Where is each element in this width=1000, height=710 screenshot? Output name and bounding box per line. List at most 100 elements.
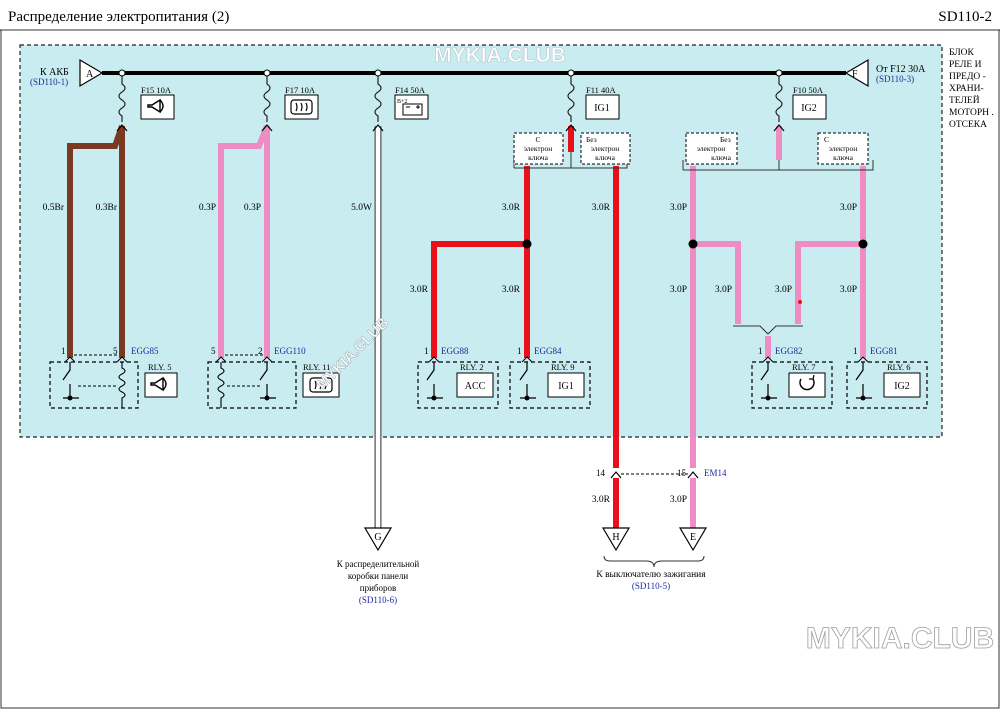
wire-labels: 0.5Br 0.3Br 0.3P 0.3P 5.0W 3.0R 3.0R 3.0… (43, 203, 857, 505)
fuse-f14: F14 50A B+2 (374, 69, 429, 122)
svg-text:БЛОК: БЛОК (949, 48, 975, 58)
wire-brown-horn-supply (67, 125, 125, 358)
svg-text:ХРАНИ-: ХРАНИ- (949, 84, 984, 94)
svg-text:(SD110-6): (SD110-6) (359, 595, 397, 605)
svg-text:электрон: электрон (591, 144, 620, 153)
svg-text:F11 40A: F11 40A (586, 85, 617, 95)
marker-dot (798, 300, 802, 304)
connector-egg84: EGG84 (534, 346, 562, 356)
connector-egg81: EGG81 (870, 346, 898, 356)
svg-text:ТЕЛЕЙ: ТЕЛЕЙ (949, 94, 980, 106)
svg-text:электрон: электрон (697, 144, 726, 153)
svg-text:G: G (374, 532, 381, 543)
svg-text:С: С (535, 135, 540, 144)
svg-text:ключа: ключа (833, 153, 853, 162)
svg-text:ключа: ключа (595, 153, 615, 162)
watermark-bottom: MYKIA.CLUB (806, 622, 994, 655)
svg-text:коробки панели: коробки панели (348, 571, 409, 581)
connector-egg85: EGG85 (131, 346, 159, 356)
svg-text:МОТОРН .: МОТОРН . (949, 108, 994, 118)
svg-text:F10 50A: F10 50A (793, 85, 824, 95)
svg-text:ACC: ACC (465, 381, 486, 392)
connector-egg110: EGG110 (274, 346, 306, 356)
svg-text:РЕЛЕ И: РЕЛЕ И (949, 60, 982, 70)
horn-icon (150, 376, 167, 392)
svg-text:К распределительной: К распределительной (337, 559, 420, 569)
svg-text:F17 10A: F17 10A (285, 85, 316, 95)
svg-text:H: H (612, 532, 619, 543)
bus-right-ref: (SD110-3) (876, 74, 914, 84)
svg-text:ключа: ключа (711, 153, 731, 162)
svg-text:EM14: EM14 (704, 468, 727, 478)
svg-text:1: 1 (517, 346, 522, 356)
svg-text:0.3P: 0.3P (199, 203, 216, 213)
start-icon (799, 374, 815, 391)
fuse-f15: F15 10A (118, 69, 175, 122)
svg-text:RLY. 2: RLY. 2 (460, 362, 484, 372)
svg-text:3.0R: 3.0R (592, 495, 611, 505)
svg-text:IG1: IG1 (594, 103, 610, 114)
svg-text:2: 2 (258, 346, 263, 356)
svg-text:3.0R: 3.0R (592, 203, 611, 213)
relay-rly2: 1 EGG88 RLY. 2 ACC (417, 346, 499, 409)
svg-text:Без: Без (586, 135, 597, 144)
svg-text:RLY. 11: RLY. 11 (303, 362, 331, 372)
svg-text:3.0R: 3.0R (502, 285, 521, 295)
svg-text:3.0P: 3.0P (715, 285, 732, 295)
junction-pink-right (858, 239, 868, 249)
relay-rly5: 1 5 EGG85 RLY. 5 (49, 346, 178, 409)
bus-right-label: От F12 30A (876, 64, 926, 75)
battery-icon (402, 103, 423, 116)
svg-text:ПРЕДО -: ПРЕДО - (949, 72, 986, 82)
svg-text:3.0P: 3.0P (670, 285, 687, 295)
svg-text:1: 1 (853, 346, 858, 356)
svg-text:0.5Br: 0.5Br (43, 203, 65, 213)
bus-left-ref: (SD110-1) (30, 77, 68, 87)
page-code: SD110-2 (938, 9, 992, 25)
svg-text:RLY. 9: RLY. 9 (551, 362, 575, 372)
svg-text:14: 14 (596, 468, 606, 478)
svg-text:15: 15 (677, 468, 687, 478)
svg-text:5.0W: 5.0W (351, 203, 372, 213)
connector-egg82: EGG82 (775, 346, 803, 356)
svg-text:RLY. 7: RLY. 7 (792, 362, 816, 372)
fuse-f10: F10 50A IG2 (775, 69, 827, 122)
svg-text:1: 1 (424, 346, 429, 356)
svg-text:A: A (86, 69, 94, 80)
output-e: E (678, 527, 708, 552)
svg-text:3.0P: 3.0P (670, 495, 687, 505)
svg-text:E: E (690, 532, 696, 543)
bus-left-label: К АКБ (40, 67, 69, 78)
key-box-with-key-1: С электрон ключа (513, 132, 564, 165)
svg-text:ключа: ключа (528, 153, 548, 162)
svg-text:5: 5 (113, 346, 118, 356)
horn-icon (147, 98, 164, 114)
branch-brace (733, 325, 803, 335)
svg-text:электрон: электрон (829, 144, 858, 153)
svg-text:IG2: IG2 (801, 103, 817, 114)
fuse-pins (116, 124, 785, 132)
svg-text:приборов: приборов (360, 583, 396, 593)
relay-rly9: 1 EGG84 RLY. 9 IG1 (509, 346, 591, 409)
connector-egg88: EGG88 (441, 346, 469, 356)
svg-text:3.0P: 3.0P (670, 203, 687, 213)
key-box-without-key-2: Без электрон ключа (685, 132, 738, 165)
wires (67, 124, 866, 528)
output-h: H (601, 527, 631, 552)
bus-connector-a (79, 58, 104, 88)
defroster-icon (290, 99, 313, 115)
wire-red-acc (431, 241, 530, 358)
svg-text:5: 5 (211, 346, 216, 356)
output-brace (603, 555, 705, 568)
svg-text:1: 1 (758, 346, 763, 356)
fuse-f17: F17 10A (263, 69, 319, 122)
svg-text:B+2: B+2 (397, 99, 407, 105)
svg-text:3.0P: 3.0P (840, 285, 857, 295)
watermark-top: MYKIA.CLUB (434, 44, 566, 67)
relay-rly6: 1 EGG81 RLY. 6 IG2 (846, 346, 928, 409)
wire-pink-right-branch (795, 241, 863, 324)
key-boxes: С электрон ключа Без электрон ключа Без … (513, 132, 869, 165)
svg-text:0.3P: 0.3P (244, 203, 261, 213)
output-g: G К распределительной коробки панели при… (337, 527, 420, 605)
